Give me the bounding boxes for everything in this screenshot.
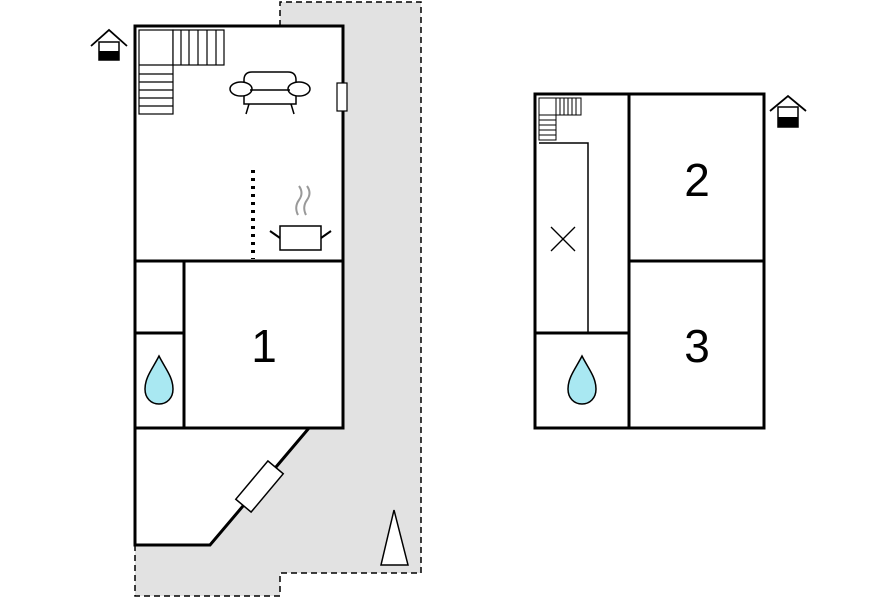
terrace-outline <box>134 1 422 597</box>
staircase-icon <box>138 29 225 115</box>
water-drop-icon <box>144 354 174 405</box>
cooking-pot-icon <box>269 185 332 251</box>
door-icon <box>234 459 285 514</box>
room-3-label: 3 <box>684 320 710 372</box>
room-2-label: 2 <box>684 154 710 206</box>
ground-floor-interior <box>135 26 343 545</box>
gallery-outline <box>539 142 589 333</box>
house-entry-icon <box>90 28 128 61</box>
room-1-label: 1 <box>251 320 277 372</box>
staircase-icon <box>538 97 582 141</box>
water-drop-icon <box>567 354 597 405</box>
void-cross-icon <box>550 226 576 252</box>
house-entry-icon <box>769 94 807 128</box>
upper-floor: 2 3 <box>533 92 807 430</box>
terrace-area <box>135 2 421 596</box>
north-arrow-icon <box>380 509 409 566</box>
window-icon <box>336 82 348 112</box>
sofa-icon <box>229 71 311 115</box>
terrace <box>134 1 422 597</box>
ground-floor: 1 <box>90 24 348 547</box>
